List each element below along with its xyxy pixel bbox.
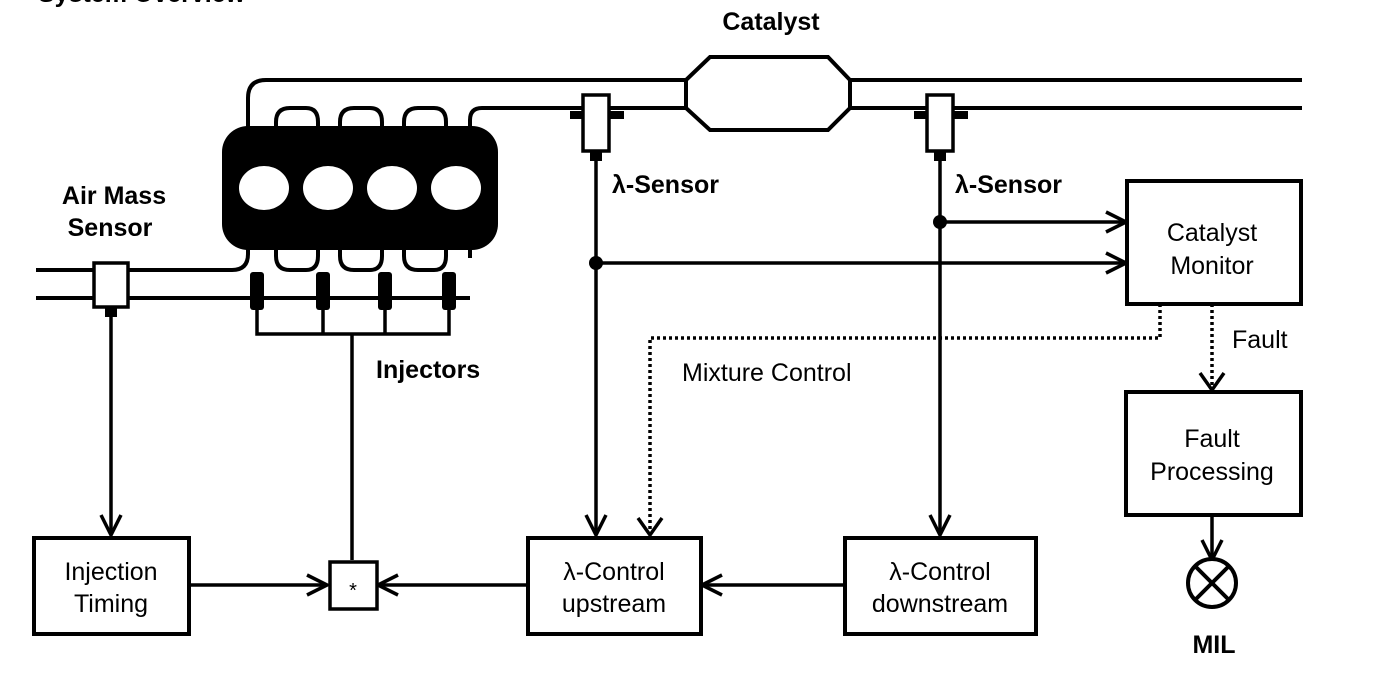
mil-label: MIL bbox=[1192, 631, 1235, 659]
lambda-control-downstream-label-line1: λ-Control bbox=[889, 558, 990, 586]
lambda-control-upstream-label-line2: upstream bbox=[562, 590, 666, 618]
air-mass-sensor-label-line2: Sensor bbox=[68, 214, 153, 242]
catalyst-monitor-label-line1: Catalyst bbox=[1167, 219, 1257, 247]
signal-lines bbox=[111, 161, 1212, 585]
page-title: System Overview bbox=[38, 0, 246, 8]
injection-timing-label-line2: Timing bbox=[74, 590, 148, 618]
dotted-lines bbox=[648, 304, 1214, 535]
engine-block bbox=[222, 126, 498, 250]
air-mass-sensor-label-line1: Air Mass bbox=[62, 182, 166, 210]
injector-rail bbox=[255, 310, 451, 560]
lambda-sensor-upstream-label: λ-Sensor bbox=[612, 171, 719, 199]
lambda-control-upstream-block: λ-Control upstream bbox=[526, 536, 703, 636]
catalyst-label: Catalyst bbox=[722, 8, 820, 36]
catalyst bbox=[684, 55, 852, 132]
mixture-control-arrowhead bbox=[636, 516, 664, 539]
lambda-sensor-upstream bbox=[570, 93, 624, 161]
lambda-sensor-downstream bbox=[914, 93, 968, 161]
catalyst-monitor-block: Catalyst Monitor bbox=[1125, 179, 1303, 306]
fault-processing-block: Fault Processing bbox=[1124, 390, 1303, 517]
junction-dot-upstream bbox=[589, 256, 603, 270]
injection-timing-label-line1: Injection bbox=[64, 558, 157, 586]
injection-timing-block: Injection Timing bbox=[32, 536, 191, 636]
multiplier-symbol: * bbox=[349, 580, 357, 602]
lambda-control-upstream-label-line1: λ-Control bbox=[563, 558, 664, 586]
fault-arrowhead bbox=[1198, 371, 1226, 394]
junction-dot-downstream bbox=[933, 215, 947, 229]
fault-label: Fault bbox=[1232, 326, 1288, 354]
catalyst-monitor-label-line2: Monitor bbox=[1170, 252, 1253, 280]
multiplier-block: * bbox=[328, 560, 379, 611]
fault-processing-label-line1: Fault bbox=[1184, 425, 1240, 453]
lambda-control-downstream-block: λ-Control downstream bbox=[843, 536, 1038, 636]
mil-lamp-icon bbox=[1186, 557, 1238, 609]
injectors-label: Injectors bbox=[376, 356, 480, 384]
air-mass-sensor bbox=[92, 261, 130, 317]
exhaust-pipe bbox=[246, 78, 1302, 130]
lambda-sensor-downstream-label: λ-Sensor bbox=[955, 171, 1062, 199]
mixture-control-label: Mixture Control bbox=[682, 359, 852, 387]
fault-processing-label-line2: Processing bbox=[1150, 458, 1274, 486]
lambda-control-downstream-label-line2: downstream bbox=[872, 590, 1008, 618]
injectors bbox=[250, 272, 456, 310]
